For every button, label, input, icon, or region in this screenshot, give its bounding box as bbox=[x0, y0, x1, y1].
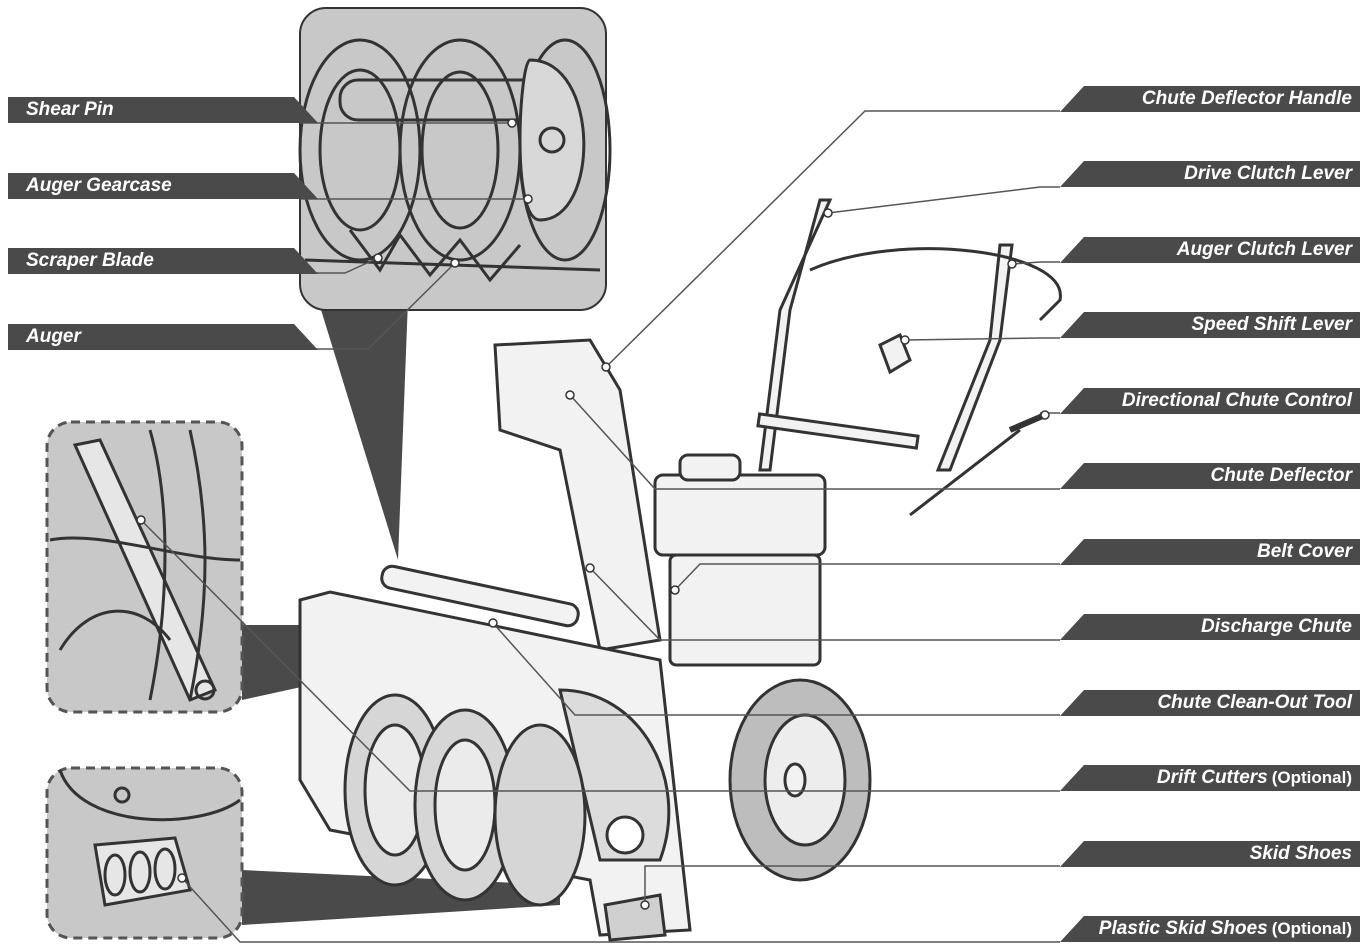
leader-dots bbox=[136, 118, 1050, 910]
label-shear-pin: Shear Pin bbox=[8, 97, 318, 123]
label-text: Drive Clutch Lever bbox=[1184, 163, 1352, 184]
label-auger: Auger bbox=[8, 324, 318, 350]
label-auger-clutch-lever: Auger Clutch Lever bbox=[1060, 237, 1360, 263]
label-text: Auger Clutch Lever bbox=[1176, 239, 1352, 260]
label-drift-cutters: Drift Cutters(Optional) bbox=[1060, 765, 1360, 791]
label-auger-gearcase: Auger Gearcase bbox=[8, 173, 318, 199]
drift-cutter-inset bbox=[45, 420, 244, 714]
label-text: Directional Chute Control bbox=[1121, 390, 1352, 411]
label-text: Discharge Chute bbox=[1201, 616, 1352, 637]
label-note: (Optional) bbox=[1271, 919, 1352, 938]
label-directional-chute-control: Directional Chute Control bbox=[1060, 388, 1360, 414]
label-text: Scraper Blade bbox=[26, 250, 154, 271]
label-discharge-chute: Discharge Chute bbox=[1060, 614, 1360, 640]
label-text: Chute Deflector bbox=[1210, 465, 1352, 486]
leader-lines bbox=[140, 110, 1060, 943]
label-text: Drift Cutters bbox=[1156, 767, 1268, 788]
skid-shoe-inset bbox=[45, 766, 244, 940]
label-skid-shoes: Skid Shoes bbox=[1060, 841, 1360, 867]
label-belt-cover: Belt Cover bbox=[1060, 539, 1360, 565]
label-text: Chute Clean-Out Tool bbox=[1157, 692, 1352, 713]
label-text: Auger Gearcase bbox=[26, 175, 172, 196]
label-text: Auger bbox=[26, 326, 81, 347]
auger-detail-inset bbox=[298, 7, 612, 311]
label-drive-clutch-lever: Drive Clutch Lever bbox=[1060, 161, 1360, 187]
label-text: Skid Shoes bbox=[1249, 843, 1352, 864]
label-text: Belt Cover bbox=[1256, 541, 1352, 562]
label-scraper-blade: Scraper Blade bbox=[8, 248, 318, 274]
label-speed-shift-lever: Speed Shift Lever bbox=[1060, 312, 1360, 338]
label-text: Chute Deflector Handle bbox=[1141, 88, 1352, 109]
label-note: (Optional) bbox=[1271, 768, 1352, 787]
label-chute-clean-out-tool: Chute Clean-Out Tool bbox=[1060, 690, 1360, 716]
top-inset-pointer bbox=[318, 300, 408, 560]
label-text: Shear Pin bbox=[26, 99, 114, 120]
label-chute-deflector: Chute Deflector bbox=[1060, 463, 1360, 489]
label-text: Plastic Skid Shoes bbox=[1098, 918, 1268, 939]
label-plastic-skid-shoes: Plastic Skid Shoes(Optional) bbox=[1060, 916, 1360, 942]
label-text: Speed Shift Lever bbox=[1191, 314, 1353, 335]
snow-blower-body bbox=[298, 198, 1062, 942]
label-chute-deflector-handle: Chute Deflector Handle bbox=[1060, 86, 1360, 112]
